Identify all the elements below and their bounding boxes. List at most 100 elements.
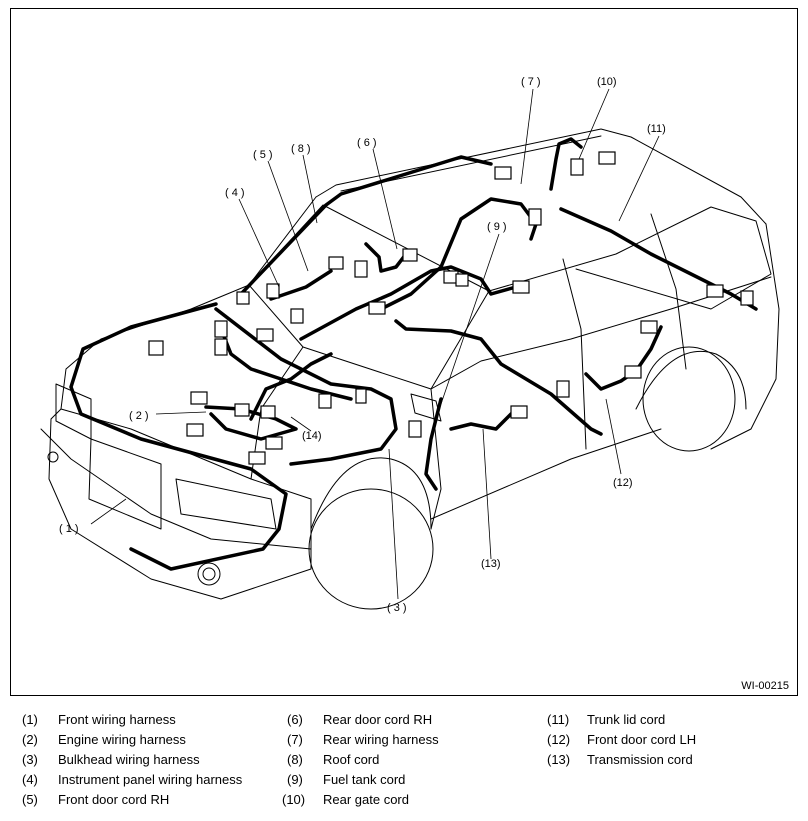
- connector: [740, 290, 754, 306]
- legend-text: Front door cord RH: [58, 792, 170, 807]
- legend-text: Fuel tank cord: [323, 772, 406, 787]
- legend-text: Rear gate cord: [323, 792, 409, 807]
- rear-wheel: [642, 346, 736, 452]
- wire-fdoor-lh: [584, 325, 663, 391]
- legend-num: (1): [22, 712, 38, 727]
- callout-6: ( 6 ): [357, 137, 377, 149]
- callout-1: ( 1 ): [59, 523, 79, 535]
- connector: [640, 320, 658, 334]
- connector: [402, 248, 418, 262]
- wire-rear-harness-3: [394, 319, 603, 436]
- connector: [354, 260, 368, 278]
- connector: [598, 151, 616, 165]
- connector: [234, 403, 250, 417]
- legend-text: Rear wiring harness: [323, 732, 439, 747]
- legend-num: (8): [287, 752, 303, 767]
- wire-trunk-lid: [559, 207, 758, 311]
- fog-light-right: [197, 562, 221, 586]
- legend-num: (7): [287, 732, 303, 747]
- rear-wheel-arch: [635, 350, 747, 410]
- legend-text: Transmission cord: [587, 752, 693, 767]
- callout-14: (14): [302, 430, 322, 442]
- harness-wires: [69, 137, 758, 571]
- legend-num: (12): [547, 732, 571, 747]
- connector: [260, 405, 276, 419]
- leader-lines: [90, 88, 660, 600]
- wire-rear-gate: [549, 137, 583, 191]
- grille: [88, 438, 162, 530]
- legend: (1) Front wiring harness (2) Engine wiri…: [0, 712, 808, 817]
- body-rear: [710, 223, 780, 450]
- connector: [190, 391, 208, 405]
- legend-text: Instrument panel wiring harness: [58, 772, 243, 787]
- legend-text: Roof cord: [323, 752, 380, 767]
- wire-engine-harness: [204, 405, 298, 441]
- headlight-right: [175, 478, 277, 530]
- connector: [290, 308, 304, 324]
- wire-engine-loop: [249, 352, 333, 421]
- legend-num: (13): [547, 752, 571, 767]
- callout-9: ( 9 ): [487, 221, 507, 233]
- wiring-diagram: ( 1 ) ( 2 ) ( 3 ) ( 4 ) ( 5 ) ( 6 ) ( 7 …: [40, 76, 780, 614]
- front-wheel-arch: [310, 457, 432, 530]
- callout-10: (10): [597, 76, 617, 88]
- legend-num: (3): [22, 752, 38, 767]
- front-fascia: [48, 408, 312, 600]
- legend-text: Front door cord LH: [587, 732, 697, 747]
- b-pillar: [562, 258, 587, 450]
- connector: [318, 393, 332, 409]
- connector: [455, 273, 469, 287]
- callout-11: (11): [647, 123, 666, 135]
- wire-front-harness: [69, 302, 288, 571]
- wire-roof-cord: [239, 155, 493, 296]
- connector: [706, 284, 724, 298]
- car-outline: [40, 128, 780, 610]
- bumper: [40, 428, 312, 550]
- legend-num: (9): [287, 772, 303, 787]
- connector: [624, 365, 642, 379]
- figure-code: WI-00215: [741, 680, 789, 692]
- connector: [528, 208, 542, 226]
- connectors: [148, 151, 754, 465]
- callout-13: (13): [481, 558, 501, 570]
- legend-text: Front wiring harness: [58, 712, 176, 727]
- callout-8: ( 8 ): [291, 143, 311, 155]
- connector: [214, 338, 228, 356]
- wire-fuel-tank: [424, 397, 443, 491]
- connector: [512, 280, 530, 294]
- legend-num: (10): [282, 792, 306, 807]
- headlight-left: [55, 383, 92, 440]
- connector: [510, 405, 528, 419]
- legend-num: (5): [22, 792, 38, 807]
- legend-num: (2): [22, 732, 38, 747]
- c-pillar: [650, 213, 687, 370]
- wire-bulkhead: [214, 307, 398, 466]
- connector: [570, 158, 584, 176]
- connector: [355, 388, 367, 404]
- callout-4: ( 4 ): [225, 187, 245, 199]
- body-side-upper: [430, 276, 772, 390]
- wire-fdoor-rh: [269, 269, 333, 301]
- connector: [256, 328, 274, 342]
- callout-5: ( 5 ): [253, 149, 273, 161]
- diagram-frame: ( 1 ) ( 2 ) ( 3 ) ( 4 ) ( 5 ) ( 6 ) ( 7 …: [10, 8, 798, 696]
- connector: [266, 283, 280, 299]
- connector: [328, 256, 344, 270]
- front-wheel: [308, 488, 434, 610]
- legend-text: Bulkhead wiring harness: [58, 752, 200, 767]
- connector: [248, 451, 266, 465]
- legend-text: Trunk lid cord: [587, 712, 666, 727]
- connector: [265, 436, 283, 450]
- rocker: [430, 428, 662, 520]
- connector: [236, 291, 250, 305]
- fog-light-left: [47, 451, 59, 463]
- connector: [214, 320, 228, 338]
- callout-3: ( 3 ): [387, 602, 407, 614]
- legend-num: (4): [22, 772, 38, 787]
- legend-text: Engine wiring harness: [58, 732, 186, 747]
- wire-instrument-panel: [219, 327, 353, 401]
- callout-7: ( 7 ): [521, 76, 541, 88]
- callout-labels: ( 1 ) ( 2 ) ( 3 ) ( 4 ) ( 5 ) ( 6 ) ( 7 …: [59, 76, 666, 614]
- callout-2: ( 2 ): [129, 410, 149, 422]
- connector: [368, 301, 386, 315]
